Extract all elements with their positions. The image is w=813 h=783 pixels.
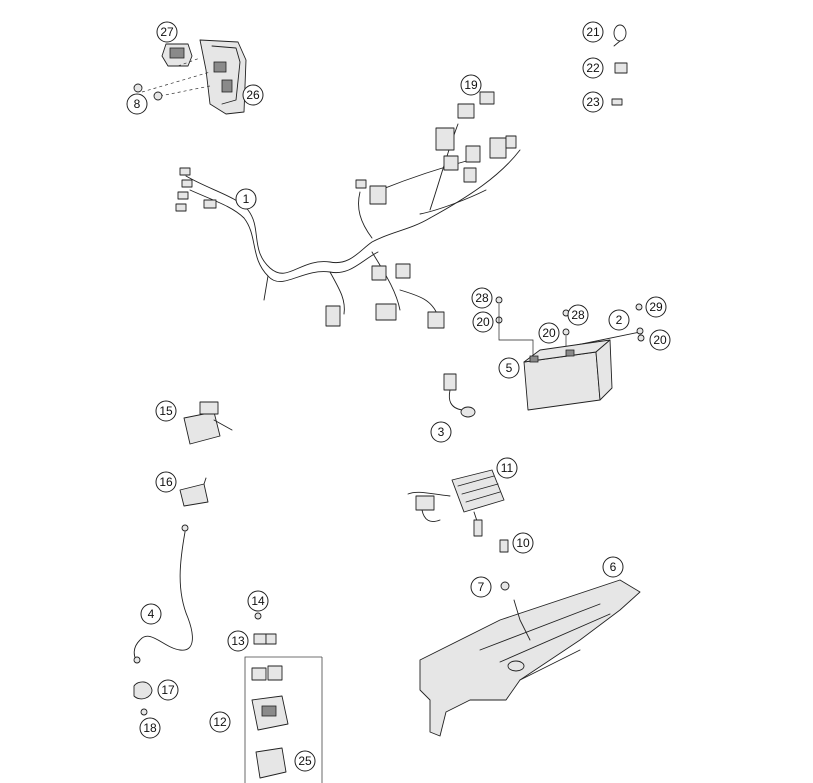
callout-29: 29 bbox=[645, 296, 667, 318]
callout-3: 3 bbox=[430, 421, 452, 443]
svg-text:26: 26 bbox=[246, 88, 260, 102]
callout-19: 19 bbox=[460, 74, 482, 96]
svg-text:14: 14 bbox=[251, 594, 265, 608]
part-small-fittings bbox=[253, 612, 277, 645]
callout-16: 16 bbox=[155, 471, 177, 493]
callout-26: 26 bbox=[242, 84, 264, 106]
part-fuse-box-bracket bbox=[133, 39, 247, 115]
callout-21: 21 bbox=[582, 21, 604, 43]
svg-text:27: 27 bbox=[160, 25, 174, 39]
part-starter-cable bbox=[133, 524, 193, 664]
svg-text:15: 15 bbox=[159, 404, 173, 418]
svg-text:11: 11 bbox=[501, 461, 514, 475]
part-voltage-regulator bbox=[407, 469, 509, 553]
svg-text:28: 28 bbox=[571, 308, 585, 322]
callout-10: 10 bbox=[512, 532, 534, 554]
callout-27: 27 bbox=[156, 21, 178, 43]
part-rubber-cover bbox=[179, 477, 209, 507]
part-cable-ties bbox=[611, 24, 628, 106]
callout-15: 15 bbox=[155, 400, 177, 422]
part-starter-relay-holder bbox=[183, 401, 233, 445]
svg-text:20: 20 bbox=[476, 315, 490, 329]
svg-text:5: 5 bbox=[506, 361, 513, 375]
callout-6: 6 bbox=[602, 556, 624, 578]
callout-4: 4 bbox=[140, 603, 162, 625]
svg-text:8: 8 bbox=[134, 97, 141, 111]
svg-text:19: 19 bbox=[464, 78, 478, 92]
svg-text:23: 23 bbox=[586, 95, 600, 109]
callout-14: 14 bbox=[247, 590, 269, 612]
svg-text:17: 17 bbox=[161, 683, 175, 697]
svg-text:13: 13 bbox=[231, 634, 245, 648]
callout-13: 13 bbox=[227, 630, 249, 652]
svg-text:25: 25 bbox=[298, 754, 312, 768]
svg-text:6: 6 bbox=[610, 560, 617, 574]
svg-text:20: 20 bbox=[542, 326, 556, 340]
part-ground-cable bbox=[443, 373, 476, 418]
svg-text:1: 1 bbox=[243, 192, 250, 206]
callout-12: 12 bbox=[209, 711, 231, 733]
callout-22: 22 bbox=[582, 57, 604, 79]
part-battery-terminals bbox=[495, 296, 645, 360]
callout-11: 11 bbox=[496, 457, 518, 479]
svg-text:3: 3 bbox=[438, 425, 445, 439]
svg-text:12: 12 bbox=[213, 715, 227, 729]
callout-20-left: 20 bbox=[472, 311, 494, 333]
callout-7: 7 bbox=[470, 576, 492, 598]
svg-text:16: 16 bbox=[159, 475, 173, 489]
part-main-wiring-harness bbox=[175, 91, 521, 329]
svg-text:29: 29 bbox=[649, 300, 663, 314]
callout-1: 1 bbox=[235, 188, 257, 210]
part-battery-tray bbox=[419, 579, 641, 737]
callout-28-left: 28 bbox=[471, 287, 493, 309]
svg-text:7: 7 bbox=[478, 580, 485, 594]
callout-28-right: 28 bbox=[567, 304, 589, 326]
callout-20-right: 20 bbox=[649, 329, 671, 351]
svg-text:28: 28 bbox=[475, 291, 489, 305]
callout-5: 5 bbox=[498, 357, 520, 379]
callout-23: 23 bbox=[582, 91, 604, 113]
part-terminal-cap bbox=[133, 681, 153, 716]
callout-25: 25 bbox=[294, 750, 316, 772]
svg-text:4: 4 bbox=[148, 607, 155, 621]
callout-8: 8 bbox=[126, 93, 148, 115]
callout-18: 18 bbox=[139, 717, 161, 739]
part-battery bbox=[523, 339, 613, 411]
svg-text:22: 22 bbox=[586, 61, 600, 75]
callout-2: 2 bbox=[608, 309, 630, 331]
svg-text:10: 10 bbox=[516, 536, 530, 550]
svg-text:20: 20 bbox=[653, 333, 667, 347]
svg-text:2: 2 bbox=[616, 313, 623, 327]
callout-20-mid: 20 bbox=[538, 322, 560, 344]
svg-text:18: 18 bbox=[143, 721, 157, 735]
part-fuse-group bbox=[244, 656, 323, 783]
svg-text:21: 21 bbox=[586, 25, 600, 39]
callout-17: 17 bbox=[157, 679, 179, 701]
